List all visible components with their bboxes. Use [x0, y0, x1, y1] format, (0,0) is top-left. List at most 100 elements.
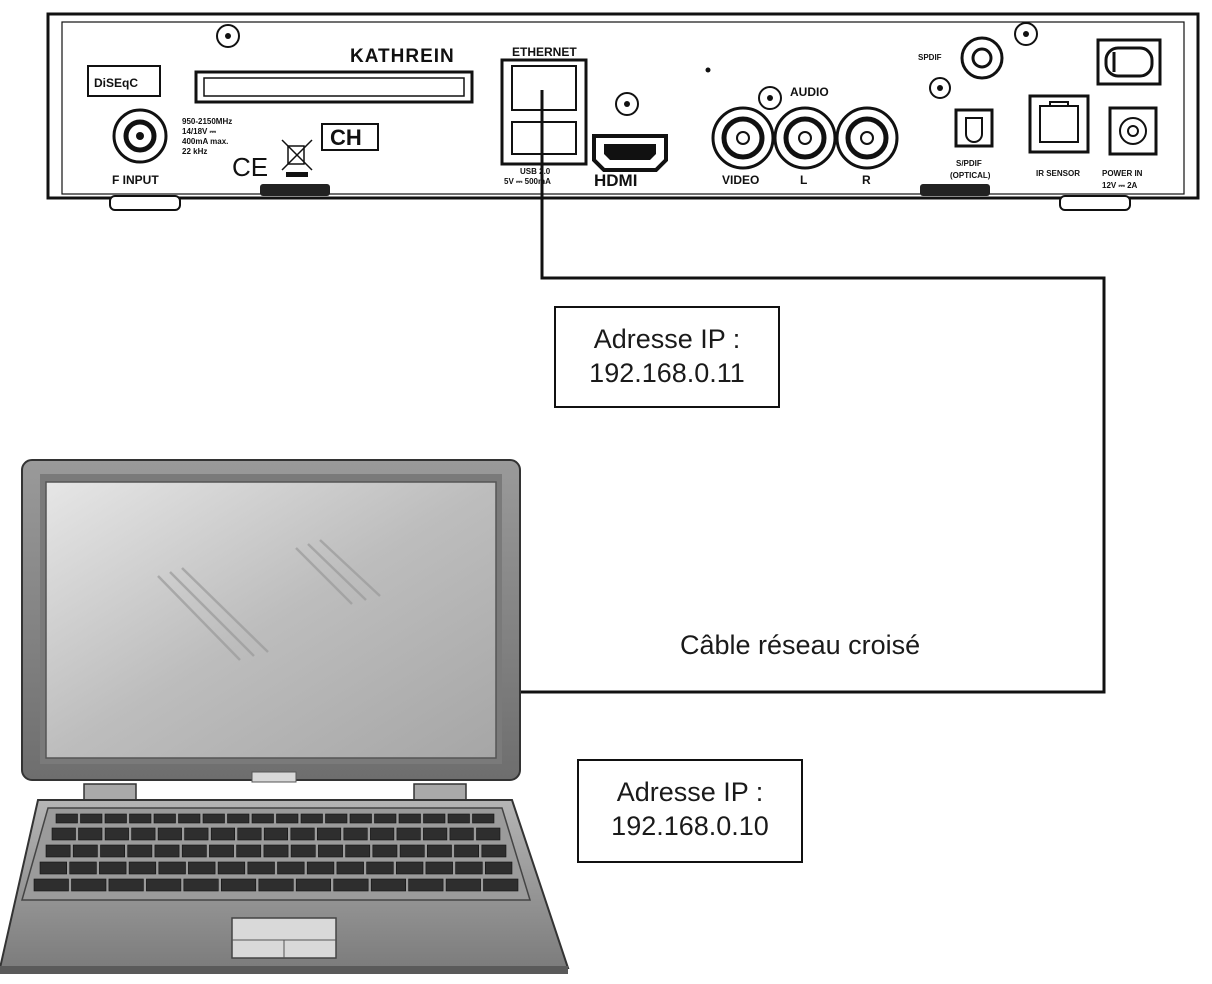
laptop-ip-box: Adresse IP : 192.168.0.10	[577, 759, 803, 863]
usb-port[interactable]	[511, 121, 577, 155]
keyboard-key	[129, 813, 152, 824]
keyboard-key	[396, 827, 421, 841]
keyboard-key	[181, 844, 207, 858]
keyboard-key	[33, 878, 69, 892]
cable-label: Câble réseau croisé	[680, 630, 921, 660]
card-slot-inner	[203, 77, 465, 97]
keyboard-key	[236, 844, 262, 858]
keyboard-key	[290, 844, 316, 858]
keyboard-key	[71, 878, 107, 892]
keyboard-key	[100, 844, 126, 858]
keyboard-key	[372, 844, 398, 858]
keyboard-key	[445, 878, 481, 892]
f-input-spec: 400mA max.	[182, 137, 228, 146]
keyboard-key	[325, 813, 348, 824]
keyboard-key	[184, 827, 209, 841]
keyboard-key	[158, 861, 186, 875]
ir-sensor-port[interactable]	[1028, 94, 1090, 154]
video-label: VIDEO	[722, 173, 759, 187]
keyboard-key	[449, 827, 474, 841]
laptop-screen	[45, 481, 497, 759]
keyboard-key	[481, 844, 507, 858]
video-rca-connector[interactable]	[711, 106, 775, 170]
spdif-coax-connector[interactable]	[960, 36, 1004, 80]
keyboard-key	[263, 844, 289, 858]
keyboard-key	[336, 861, 364, 875]
screw-icon	[1014, 22, 1038, 46]
keyboard-key	[277, 861, 305, 875]
keyboard-key	[454, 844, 480, 858]
audio-r-rca-connector[interactable]	[835, 106, 899, 170]
keyboard-key	[425, 861, 453, 875]
ethernet-port[interactable]	[511, 65, 577, 111]
keyboard-key	[395, 861, 424, 875]
ethernet-label: ETHERNET	[512, 45, 577, 59]
laptop	[0, 459, 570, 974]
keyboard-key	[153, 813, 176, 824]
receiver-back-panel: DiSEqC KATHREIN F INPUT 950-2150MHz 14/1…	[46, 12, 1200, 211]
keyboard-key	[343, 827, 368, 841]
keyboard-key	[374, 813, 397, 824]
keyboard-key	[455, 861, 483, 875]
weee-bin-icon	[281, 139, 313, 177]
hdmi-port[interactable]	[592, 134, 668, 172]
keyboard-key	[227, 813, 250, 824]
keyboard-key	[408, 878, 444, 892]
audio-l-rca-connector[interactable]	[773, 106, 837, 170]
keyboard-key	[99, 861, 127, 875]
keyboard-key	[104, 827, 129, 841]
usb-power-label: 5V ⎓ 500mA	[504, 177, 551, 186]
keyboard-key	[210, 827, 235, 841]
power-in-label: POWER IN	[1102, 169, 1143, 178]
screw-icon	[758, 86, 782, 110]
keyboard-key	[318, 844, 343, 858]
f-input-spec: 22 kHz	[182, 147, 207, 156]
keyboard-key	[366, 861, 394, 875]
keyboard-key	[258, 878, 294, 892]
keyboard-key	[78, 827, 103, 841]
receiver-ip-label: Adresse IP :	[593, 324, 741, 354]
keyboard-key	[131, 827, 156, 841]
keyboard-key	[72, 844, 98, 858]
diseqc-logo: DiSEqC	[94, 76, 138, 90]
optical-sub-label: (OPTICAL)	[950, 171, 991, 180]
keyboard-key	[80, 813, 103, 824]
receiver-foot	[109, 195, 181, 211]
keyboard-key	[333, 878, 369, 892]
audio-l-label: L	[800, 173, 807, 187]
keyboard-key	[483, 878, 519, 892]
f-input-connector	[112, 108, 168, 164]
receiver-ip-value: 192.168.0.11	[589, 358, 745, 388]
keyboard-key	[263, 827, 289, 841]
keyboard-key	[476, 827, 501, 841]
keyboard-key	[349, 813, 372, 824]
keyboard-key	[370, 878, 407, 892]
keyboard-key	[290, 827, 315, 841]
audio-r-label: R	[862, 173, 871, 187]
keyboard-key	[217, 861, 246, 875]
keyboard-key	[55, 813, 78, 824]
keyboard-key	[209, 844, 234, 858]
screw-icon	[216, 24, 240, 48]
keyboard-key	[178, 813, 201, 824]
screen-reflection	[157, 539, 381, 661]
keyboard-key	[423, 813, 446, 824]
indicator-dot	[705, 67, 711, 73]
keyboard-key	[221, 878, 257, 892]
f-input-label: F INPUT	[112, 173, 159, 187]
f-input-spec: 14/18V ⎓	[182, 127, 217, 136]
laptop-ip-value: 192.168.0.10	[611, 811, 769, 841]
hdmi-label: HDMI	[594, 171, 637, 190]
receiver-ip-box: Adresse IP : 192.168.0.11	[554, 306, 780, 408]
keyboard-key	[447, 813, 470, 824]
keyboard-key	[306, 861, 335, 875]
keyboard-key	[39, 861, 68, 875]
f-input-spec: 950-2150MHz	[182, 117, 232, 126]
keyboard-key	[345, 844, 371, 858]
keyboard-key	[127, 844, 153, 858]
keyboard-key	[426, 844, 452, 858]
screw-icon	[929, 77, 951, 99]
laptop-base-edge	[0, 966, 568, 974]
keyboard-key	[108, 878, 144, 892]
